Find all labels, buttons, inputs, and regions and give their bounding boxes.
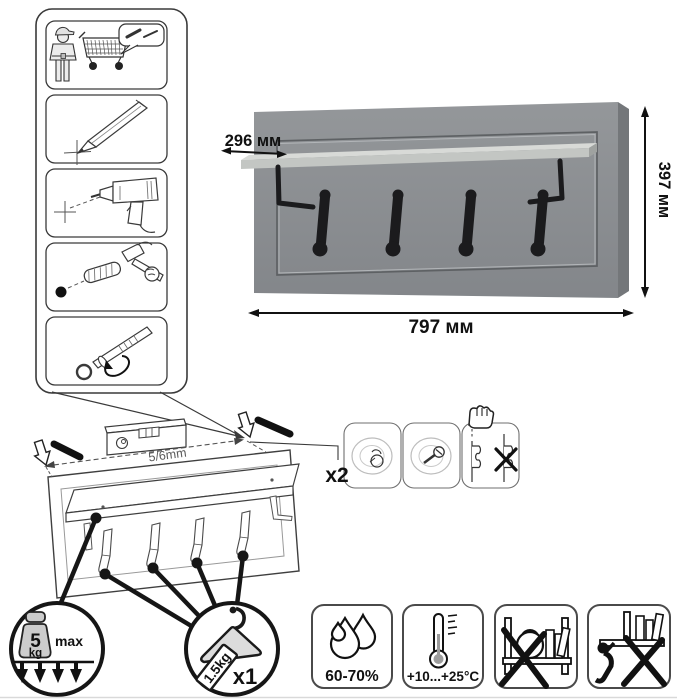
pencil-mark-icon: [63, 99, 148, 165]
cross-out: [621, 637, 665, 687]
hook: [312, 189, 331, 257]
thermometer-icon: [429, 613, 458, 669]
svg-text:x1: x1: [233, 664, 257, 689]
keyhole-screw-box: [402, 422, 461, 489]
water-drops-icon: [329, 612, 377, 660]
person-cart-icon: [49, 23, 165, 82]
no-heavy-objects-box: [494, 604, 578, 689]
screw-glyph: [143, 30, 158, 38]
load-leaders: [57, 517, 246, 629]
hook: [530, 189, 549, 257]
svg-text:kg: kg: [29, 648, 42, 660]
humidity-box: 60-70%: [311, 604, 393, 689]
hook: [458, 189, 477, 257]
parts-speech-bubble: [118, 23, 165, 47]
svg-text:5/6mm: 5/6mm: [148, 446, 188, 465]
dimension-width: 797 мм: [248, 309, 634, 338]
svg-text:397 мм: 397 мм: [655, 162, 673, 219]
screw-glyph: [125, 28, 142, 39]
keyhole-plate-icon: [351, 437, 393, 475]
person-silhouette: [594, 641, 616, 684]
svg-text:max: max: [55, 633, 83, 649]
drill-icon: [54, 177, 159, 233]
hook: [385, 189, 404, 257]
screws-callout: x2: [325, 405, 520, 489]
bracket-outline-right: [269, 495, 293, 522]
shelf-load-limit: 5 kg max: [9, 601, 105, 697]
hammer-dowel-icon: [55, 241, 164, 298]
installation-diagram: 5/6mm: [33, 391, 339, 629]
wall-panel-groove: [60, 464, 285, 581]
svg-text:60-70%: 60-70%: [325, 668, 379, 685]
dimension-depth: 296 мм: [221, 132, 287, 158]
shelf-end: [589, 143, 597, 157]
svg-text:296 мм: 296 мм: [225, 132, 282, 150]
press-hand-icon: [468, 405, 495, 429]
mount-arrow-left: [33, 439, 84, 467]
gap-dimension: 5/6mm: [44, 438, 267, 478]
dimension-height: 397 мм: [641, 106, 673, 298]
product-render: 296 мм 397 мм 797 мм: [221, 102, 673, 338]
cross-out: [494, 447, 518, 472]
svg-text:+10...+25°C: +10...+25°C: [407, 669, 479, 684]
hook-load-limit: 1.5kg x1: [184, 601, 280, 697]
shelf-top: [241, 143, 597, 160]
svg-text:5: 5: [30, 631, 41, 652]
weight-icon: [25, 611, 46, 623]
keyhole-usage-icon: [471, 429, 518, 482]
cross-out: [499, 631, 547, 687]
keyhole-plate-box: [343, 422, 402, 489]
load-arrows: [16, 663, 82, 683]
temperature-box: +10...+25°C: [402, 604, 484, 689]
panel-side-face: [618, 102, 629, 298]
spirit-level: [104, 418, 187, 456]
mount-arrow-right: [237, 411, 294, 439]
screw-hook-icon: [75, 326, 153, 381]
panel-groove: [276, 131, 598, 276]
shelf-bracket-left: [275, 164, 316, 210]
keyhole-screw-icon: [410, 437, 452, 475]
no-hanging-sitting-box: [587, 604, 671, 689]
steps-panel: [35, 8, 188, 394]
svg-text:797 мм: 797 мм: [408, 317, 473, 338]
svg-text:x2: x2: [325, 464, 348, 487]
weight-icon: [18, 623, 52, 659]
shelf-outline-front: [65, 485, 294, 523]
shelf-front: [241, 148, 589, 169]
